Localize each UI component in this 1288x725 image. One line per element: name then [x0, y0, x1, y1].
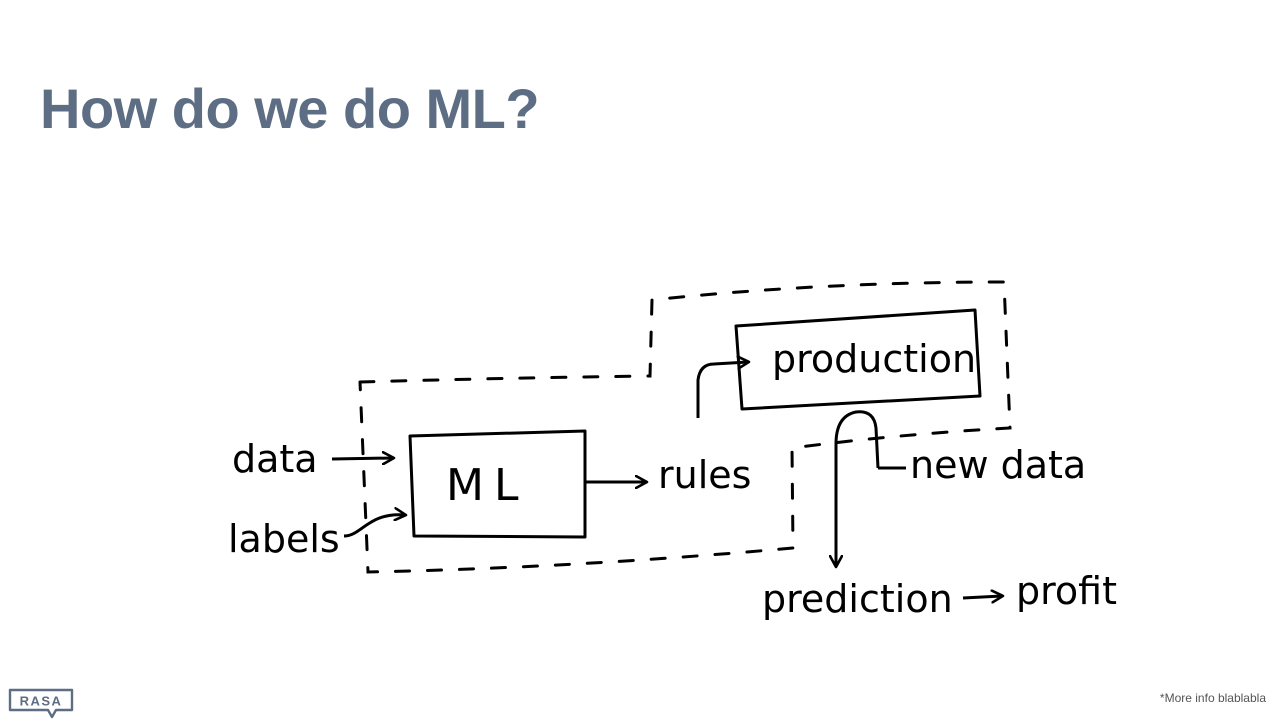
- ml-label: ML: [446, 460, 528, 511]
- footnote: *More info blablabla: [1159, 691, 1266, 705]
- labels-label: labels: [228, 517, 340, 561]
- rasa-logo-text: RASA: [20, 694, 63, 709]
- labels-arrow: [343, 515, 405, 538]
- new-data-connector: [834, 410, 880, 469]
- slide-title: How do we do ML?: [40, 77, 540, 140]
- rules-label: rules: [658, 453, 751, 497]
- data-arrow: [331, 458, 393, 459]
- prediction-to-profit-arrow: [962, 596, 1002, 598]
- ml-box: [408, 429, 587, 539]
- profit-label: profit: [1016, 569, 1117, 613]
- production-label: production: [772, 337, 976, 381]
- data-label: data: [232, 437, 318, 481]
- production-box: [734, 308, 982, 411]
- new-data-label: new data: [910, 443, 1086, 487]
- dashed-boundary: [358, 280, 1012, 574]
- rasa-logo: RASA: [8, 688, 74, 719]
- rules-to-production-arrow: [696, 362, 748, 418]
- prediction-label: prediction: [762, 577, 953, 621]
